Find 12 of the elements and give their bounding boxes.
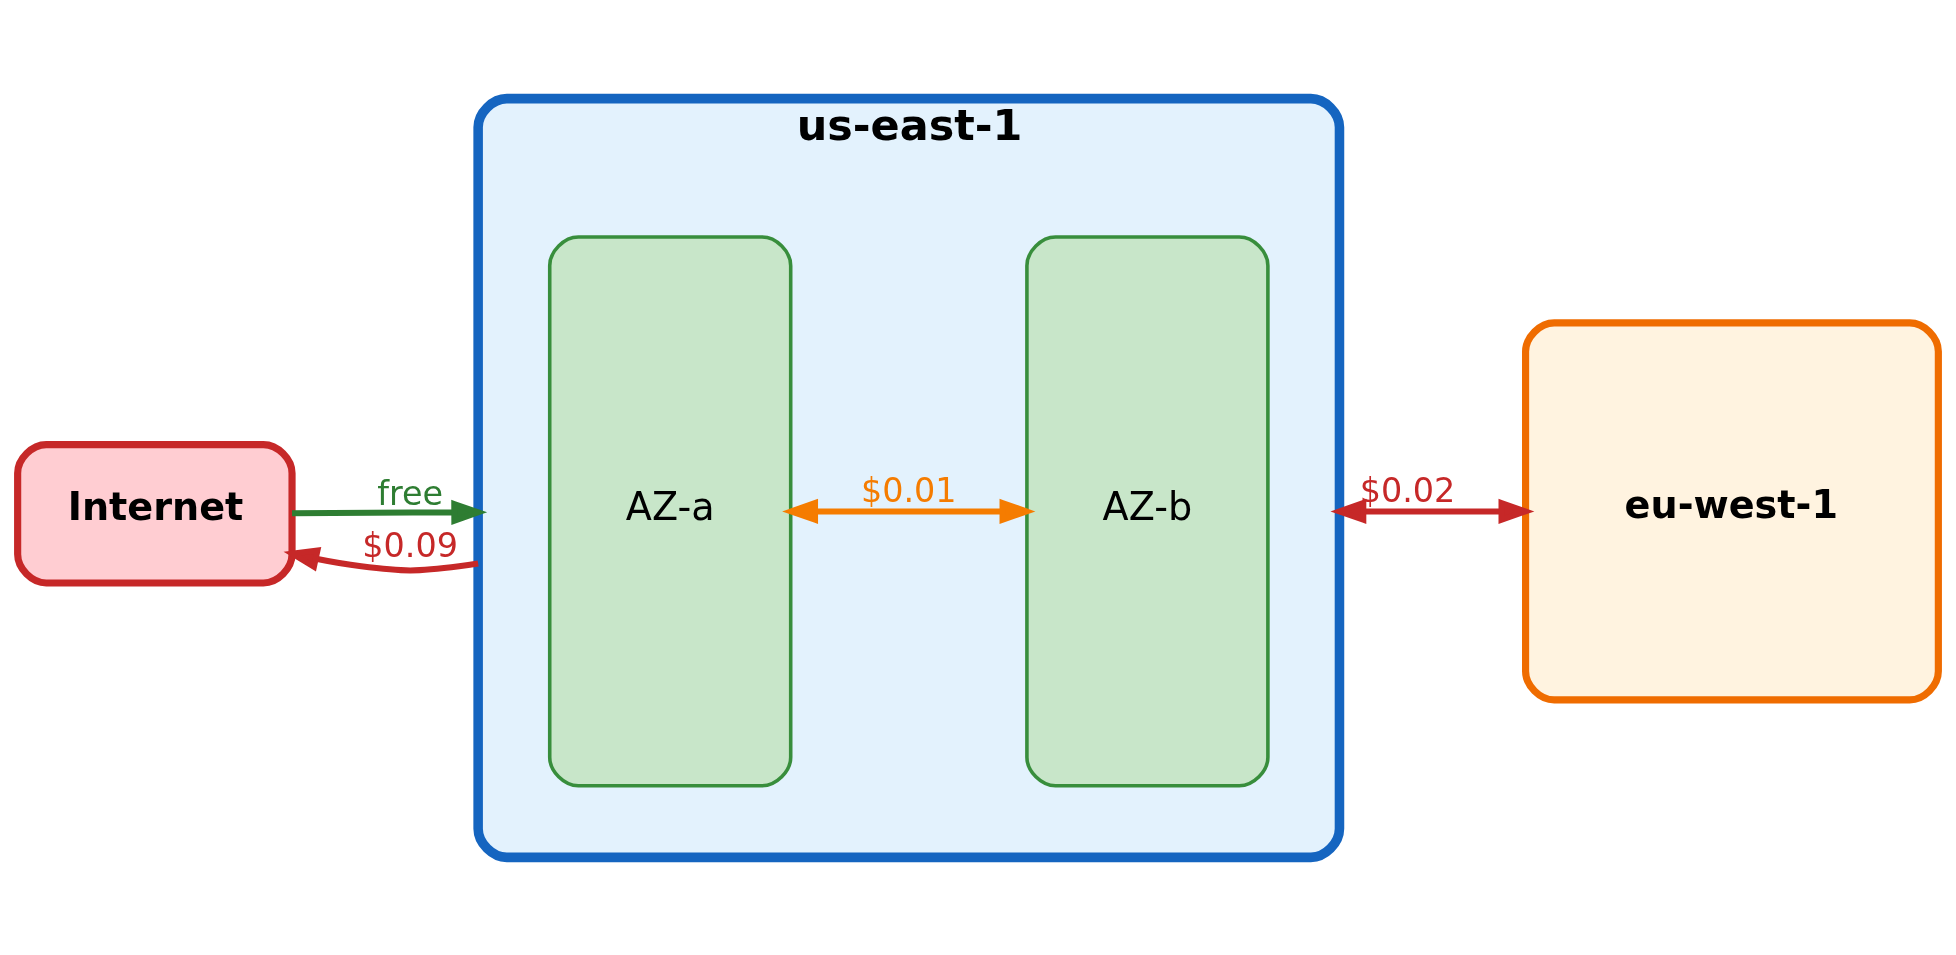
edge-label: $0.09 bbox=[362, 525, 458, 565]
arrow bbox=[283, 546, 479, 573]
node-box: AZ-a bbox=[547, 234, 793, 788]
node-box: Internet bbox=[14, 440, 296, 587]
edge-label: $0.02 bbox=[1359, 470, 1456, 510]
arrow bbox=[1330, 498, 1535, 524]
edge-label: $0.01 bbox=[861, 470, 957, 510]
node-box: AZ-b bbox=[1025, 234, 1270, 788]
arrow bbox=[292, 499, 488, 525]
node-box: eu-west-1 bbox=[1522, 318, 1942, 703]
arrow bbox=[782, 498, 1036, 524]
edge-label: free bbox=[377, 473, 444, 513]
